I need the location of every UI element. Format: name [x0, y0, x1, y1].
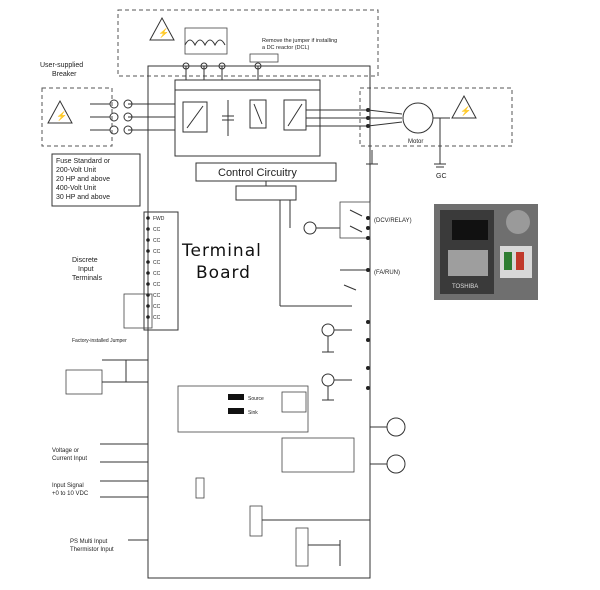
terminal-label: CC [153, 293, 161, 299]
jumper-link [123, 293, 153, 329]
ground-label: GC [436, 173, 447, 180]
thermistor-box [195, 477, 205, 499]
igbt-module [249, 99, 267, 129]
terminal-label: CC [153, 227, 161, 233]
run-relay [340, 268, 370, 291]
analog-label: Voltage or [52, 448, 79, 454]
meter-switch-box [281, 437, 355, 473]
analog-label: Input Signal [52, 483, 84, 489]
terminal-point [146, 227, 150, 231]
motor-enclosure [359, 87, 513, 147]
terminal-label: FWD [153, 216, 165, 222]
high-voltage-warning-icon: ⚡ [47, 99, 73, 124]
terminal-point [146, 216, 150, 220]
terminal-point [146, 315, 150, 319]
factory-jumper-label: Factory-installed Jumper [72, 338, 127, 344]
motor-icon [402, 102, 434, 134]
rectifier-bridge [182, 101, 208, 133]
discrete-input-label-3: Terminals [72, 275, 102, 282]
source-sink-selector [177, 385, 309, 433]
terminal-point [146, 304, 150, 308]
analog-label: Thermistor Input [70, 547, 114, 553]
terminal-label: CC [153, 282, 161, 288]
terminal-point [146, 238, 150, 242]
power-section [174, 79, 321, 157]
terminal-board-title-2: Board [196, 263, 251, 283]
potentiometer [65, 359, 148, 395]
breaker-label-2: Breaker [52, 71, 77, 78]
inverter-bridge [283, 99, 307, 131]
control-circuitry-label: Control Circuitry [218, 167, 297, 179]
fuse-note-line: 20 HP and above [56, 176, 110, 183]
dc-reactor-coil [184, 27, 228, 55]
input-power-enclosure [41, 87, 113, 147]
breaker-label: User-supplied [40, 62, 83, 69]
breaker-switch [90, 99, 175, 135]
top-note-line-2: a DC reactor (DCL) [262, 45, 310, 51]
fault-relay [303, 201, 371, 240]
device-brand: TOSHIBA [452, 284, 478, 290]
output-terminals [366, 108, 403, 128]
terminal-label: CC [153, 271, 161, 277]
source-label: Source [248, 396, 264, 402]
switch-indicator [228, 394, 244, 400]
terminal-label: CC [153, 315, 161, 321]
analog-label: PS Multi Input [70, 539, 108, 545]
relay-label: (FA/RUN) [374, 270, 400, 276]
discrete-input-label: Discrete [72, 257, 98, 264]
option-connector [235, 185, 297, 201]
dc-reactor-enclosure [117, 9, 379, 77]
svg-text:⚡: ⚡ [158, 27, 169, 39]
terminal-point [146, 249, 150, 253]
fuse-note-line: Fuse Standard or [56, 158, 111, 165]
discrete-input-label-2: Input [78, 266, 94, 273]
drive-device-photo: TOSHIBA [434, 204, 538, 300]
terminal-label: CC [153, 249, 161, 255]
terminal-label: CC [153, 304, 161, 310]
jumper-box [249, 53, 279, 63]
discrete-terminal-strip [143, 211, 179, 331]
fuse-note-line: 30 HP and above [56, 194, 110, 201]
dc-bus-terminals [182, 62, 262, 80]
fuse-note-line: 400-Volt Unit [56, 185, 96, 192]
fuse-note-line: 200-Volt Unit [56, 167, 96, 174]
relay-label: (DCV/RELAY) [374, 218, 412, 224]
terminal-label: CC [153, 238, 161, 244]
meter-2 [370, 454, 406, 474]
top-note-line-1: Remove the jumper if installing [262, 38, 337, 44]
analog-label: Current Input [52, 456, 87, 462]
switch-box [281, 391, 307, 413]
fuse-note-box [51, 153, 141, 207]
terminal-point [146, 271, 150, 275]
svg-text:⚡: ⚡ [56, 110, 67, 122]
switch-indicator [228, 408, 244, 414]
sink-label: Sink [248, 410, 258, 416]
output-relay-1 [321, 320, 370, 353]
terminal-point [146, 282, 150, 286]
drive-outline [147, 65, 371, 579]
terminal-label: CC [153, 260, 161, 266]
output-relay-2 [321, 366, 370, 401]
high-voltage-warning-icon: ⚡ [149, 16, 175, 41]
meter-1 [370, 417, 406, 437]
terminal-block [295, 527, 309, 567]
terminal-point [146, 260, 150, 264]
analog-label: +0 to 10 VDC [52, 491, 89, 497]
terminal-board-title: Terminal [181, 241, 262, 261]
svg-text:⚡: ⚡ [460, 105, 471, 117]
terminal-block [249, 505, 263, 537]
motor-label: Motor [408, 139, 423, 145]
high-voltage-warning-icon: ⚡ [451, 94, 477, 119]
